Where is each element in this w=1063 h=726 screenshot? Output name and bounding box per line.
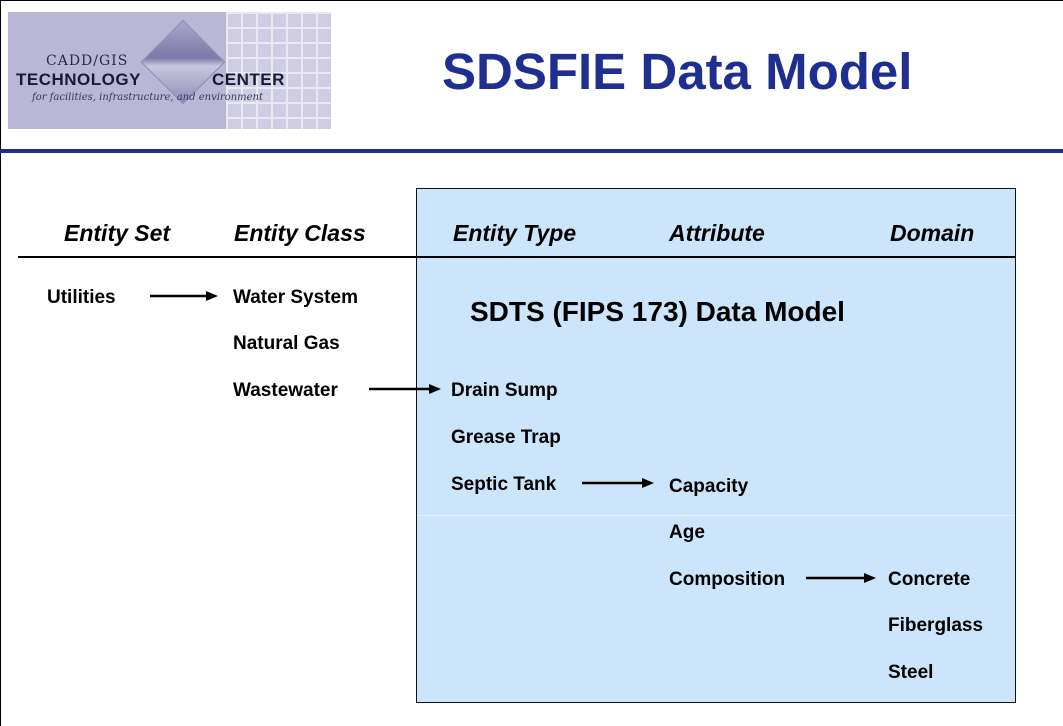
header-entity-set: Entity Set: [64, 220, 171, 246]
entity-type-grease-trap: Grease Trap: [451, 427, 561, 448]
logo-line2-left: TECHNOLOGY: [16, 70, 141, 89]
sdts-box-band: [417, 515, 1015, 516]
entity-type-septic-tank: Septic Tank: [451, 474, 557, 495]
sdts-model-box: [416, 188, 1016, 703]
page-title: SDSFIE Data Model: [442, 43, 913, 100]
header-entity-type: Entity Type: [453, 220, 577, 246]
logo-grid-pattern: [226, 12, 331, 129]
header-attribute: Attribute: [669, 220, 765, 246]
entity-type-drain-sump: Drain Sump: [451, 380, 558, 401]
entity-class-wastewater: Wastewater: [233, 380, 338, 401]
logo-line1: CADD/GIS: [46, 53, 129, 69]
arrow-septic-tank-to-capacity: [582, 478, 654, 488]
logo-tagline: for facilities, infrastructure, and envi…: [32, 92, 264, 103]
header-underline: [18, 256, 1016, 258]
arrow-composition-to-concrete: [806, 573, 876, 583]
logo-line2-right: CENTER: [212, 70, 285, 89]
attribute-composition: Composition: [669, 569, 786, 590]
attribute-capacity: Capacity: [669, 476, 749, 497]
attribute-age: Age: [669, 522, 705, 543]
domain-concrete: Concrete: [888, 569, 971, 590]
entity-class-water-system: Water System: [233, 287, 358, 308]
entity-class-natural-gas: Natural Gas: [233, 333, 340, 354]
arrow-utilities-to-water-system: [150, 291, 218, 301]
title-divider: [0, 149, 1063, 153]
domain-steel: Steel: [888, 662, 934, 683]
cadd-gis-logo: CADD/GIS TECHNOLOGY CENTER for facilitie…: [8, 12, 331, 129]
sdts-subtitle: SDTS (FIPS 173) Data Model: [470, 296, 845, 327]
arrow-wastewater-to-drain-sump: [369, 384, 441, 394]
header-entity-class: Entity Class: [234, 220, 366, 246]
domain-fiberglass: Fiberglass: [888, 615, 984, 636]
header-domain: Domain: [890, 220, 975, 246]
entity-set-utilities: Utilities: [47, 287, 116, 308]
